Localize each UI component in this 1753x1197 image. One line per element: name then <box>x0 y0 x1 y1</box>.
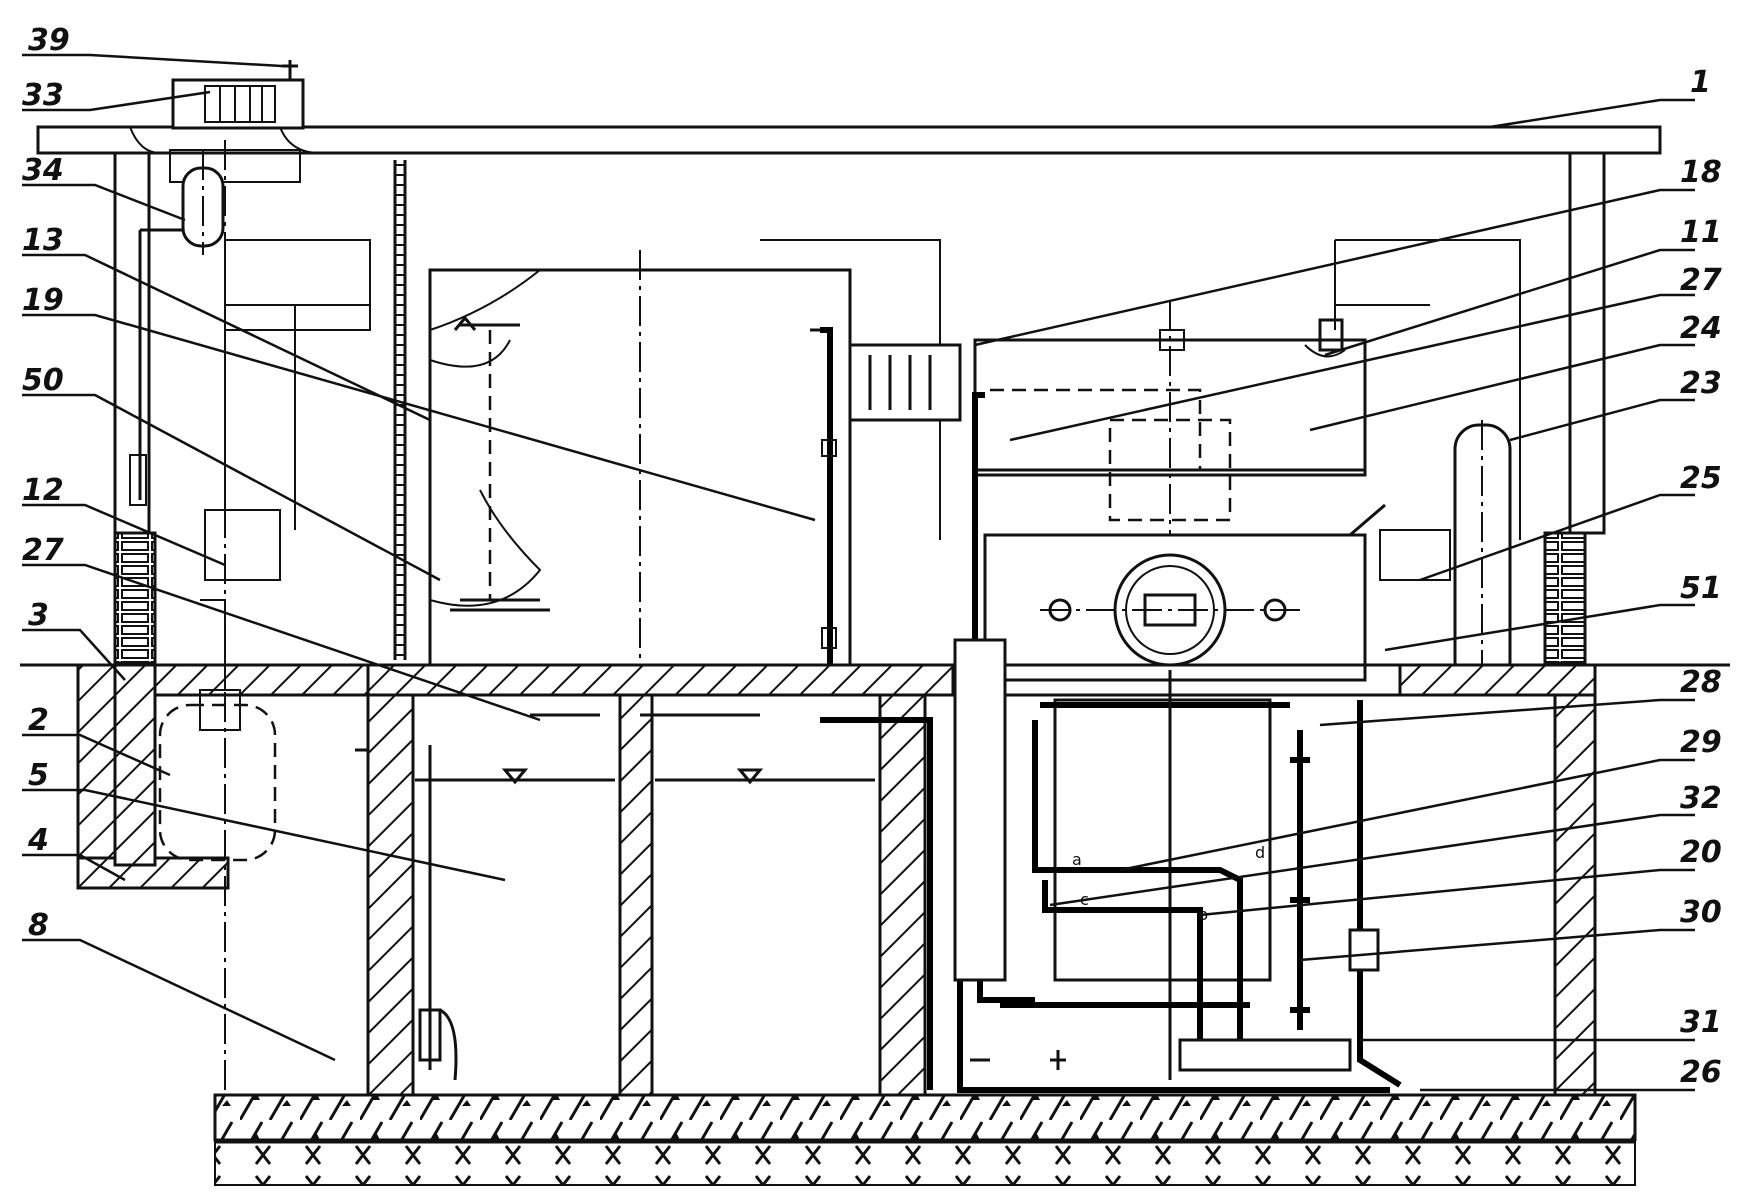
upper-tank <box>428 250 852 1100</box>
basin-tank-mid <box>650 693 882 1097</box>
pump-body <box>1053 698 1272 982</box>
column-left <box>113 151 151 535</box>
ladder <box>393 160 407 660</box>
basin-tank-left <box>411 693 622 1097</box>
label-4: 4 <box>27 823 49 858</box>
label-27-right: 27 <box>1680 263 1722 298</box>
label-18: 18 <box>1680 155 1722 190</box>
right-machine <box>973 300 1451 682</box>
label-34: 34 <box>22 153 64 188</box>
label-20: 20 <box>1680 835 1722 870</box>
label-28: 28 <box>1680 665 1722 700</box>
label-12: 12 <box>22 473 64 508</box>
label-3: 3 <box>28 598 49 633</box>
label-8: 8 <box>28 908 49 943</box>
label-29: 29 <box>1680 725 1722 760</box>
basin-wall-right <box>1553 693 1597 1097</box>
column-right <box>1568 151 1606 535</box>
background-building-right <box>1334 239 1521 540</box>
basin-wall-b <box>618 693 654 1097</box>
label-1: 1 <box>1690 65 1711 100</box>
label-23: 23 <box>1680 366 1722 401</box>
brick-left <box>113 531 157 665</box>
label-26: 26 <box>1680 1055 1722 1090</box>
water-level-left <box>415 768 615 785</box>
background-building <box>224 239 371 530</box>
basin-top-slab-right <box>1398 663 1597 697</box>
basin-top-slab <box>366 663 955 697</box>
pump-left <box>418 1008 458 1081</box>
pipe-letter-a: a <box>1072 850 1082 869</box>
roof-bracket-left <box>129 126 321 154</box>
leader-lines <box>22 53 1695 1092</box>
label-50: 50 <box>22 363 64 398</box>
label-32: 32 <box>1680 781 1722 816</box>
label-2: 2 <box>28 703 49 738</box>
slatted-box <box>848 343 962 422</box>
label-5: 5 <box>28 758 49 793</box>
label-19: 19 <box>22 283 64 318</box>
right-support-column <box>953 638 1007 982</box>
label-27-left: 27 <box>22 533 64 568</box>
machine-room-feed-pipe <box>820 717 933 1090</box>
filter-vessel <box>129 150 225 506</box>
label-39: 39 <box>28 23 70 58</box>
label-30: 30 <box>1680 895 1722 930</box>
vertical-vessel <box>1453 420 1512 700</box>
soil-base <box>214 1139 1636 1186</box>
label-51: 51 <box>1680 571 1722 606</box>
label-11: 11 <box>1680 215 1722 250</box>
pipe-letter-d: d <box>1255 843 1265 862</box>
overflow-pipe <box>355 745 432 1070</box>
label-33: 33 <box>22 78 64 113</box>
label-24: 24 <box>1680 311 1722 346</box>
rooftop-unit <box>169 60 305 183</box>
label-25: 25 <box>1680 461 1722 496</box>
foundation-slab <box>213 1093 1637 1142</box>
basin-wall-a <box>366 693 415 1097</box>
left-wall <box>113 663 157 867</box>
label-13: 13 <box>22 223 64 258</box>
brick-right <box>1543 531 1587 665</box>
part-labels: 39 33 34 13 19 50 12 27 3 2 5 4 8 1 18 1… <box>22 23 1722 1090</box>
roof-slab <box>36 125 1662 155</box>
label-31: 31 <box>1680 1005 1722 1040</box>
water-level-mid <box>655 768 875 785</box>
basin-wall-c <box>878 693 927 1097</box>
